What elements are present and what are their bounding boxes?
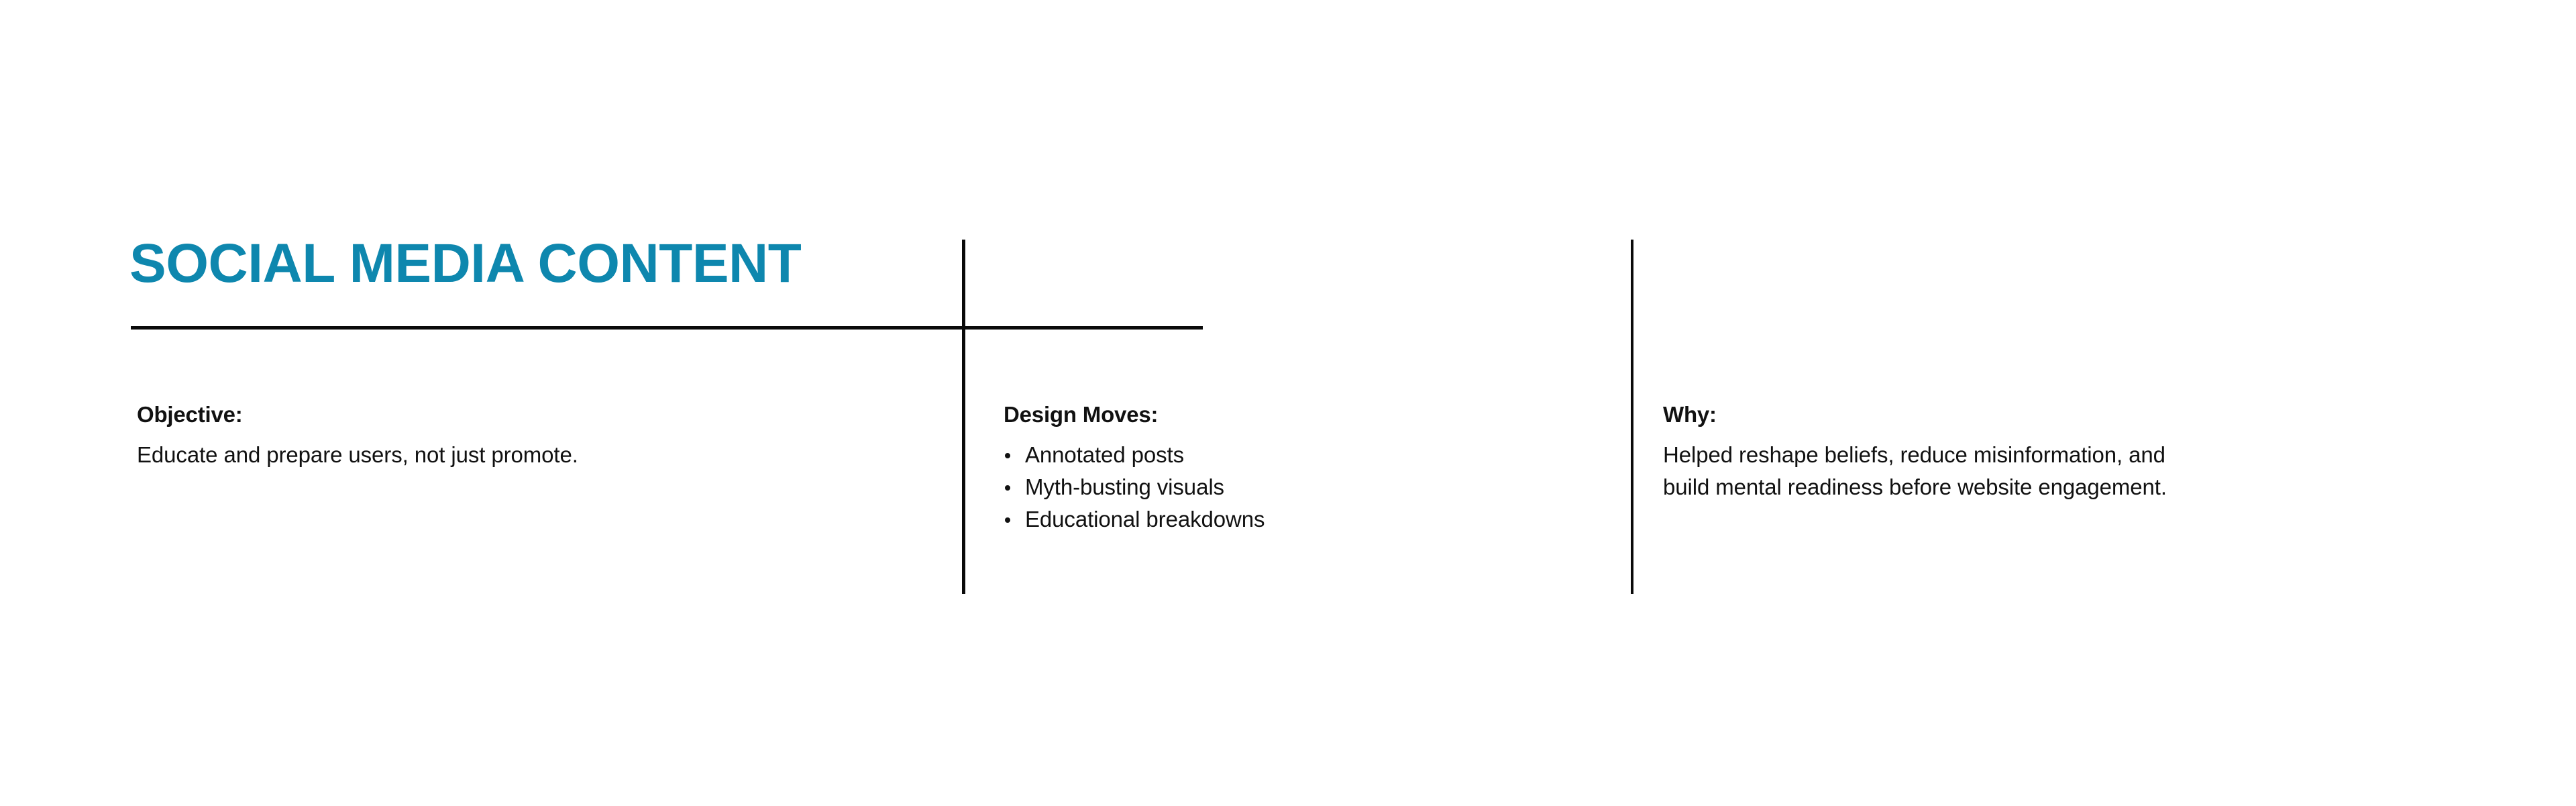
list-item-label: Myth-busting visuals	[1025, 474, 1224, 499]
list-item: Educational breakdowns	[1004, 503, 1594, 536]
column-design-moves: Design Moves: Annotated posts Myth-busti…	[1004, 400, 1594, 536]
title-underline-rule	[131, 326, 1203, 330]
objective-heading: Objective:	[137, 402, 243, 427]
objective-body: Educate and prepare users, not just prom…	[137, 442, 578, 467]
bullet-dot-icon	[1005, 517, 1010, 523]
column-objective: Objective: Educate and prepare users, no…	[137, 400, 928, 471]
column-why: Why: Helped reshape beliefs, reduce misi…	[1663, 400, 2475, 503]
bullet-dot-icon	[1005, 485, 1010, 491]
why-body: Helped reshape beliefs, reduce misinform…	[1663, 439, 2475, 503]
bullet-dot-icon	[1005, 453, 1010, 458]
why-body-line-2: build mental readiness before website en…	[1663, 474, 2167, 499]
design-moves-list: Annotated posts Myth-busting visuals Edu…	[1004, 439, 1594, 536]
why-body-line-1: Helped reshape beliefs, reduce misinform…	[1663, 442, 2165, 467]
column-divider-second	[1631, 240, 1633, 594]
list-item-label: Annotated posts	[1025, 442, 1185, 467]
column-divider-first	[962, 240, 965, 594]
design-moves-heading: Design Moves:	[1004, 402, 1159, 427]
list-item: Annotated posts	[1004, 439, 1594, 471]
list-item-label: Educational breakdowns	[1025, 507, 1265, 532]
why-heading: Why:	[1663, 402, 1717, 427]
page-title: SOCIAL MEDIA CONTENT	[129, 233, 802, 294]
list-item: Myth-busting visuals	[1004, 471, 1594, 503]
